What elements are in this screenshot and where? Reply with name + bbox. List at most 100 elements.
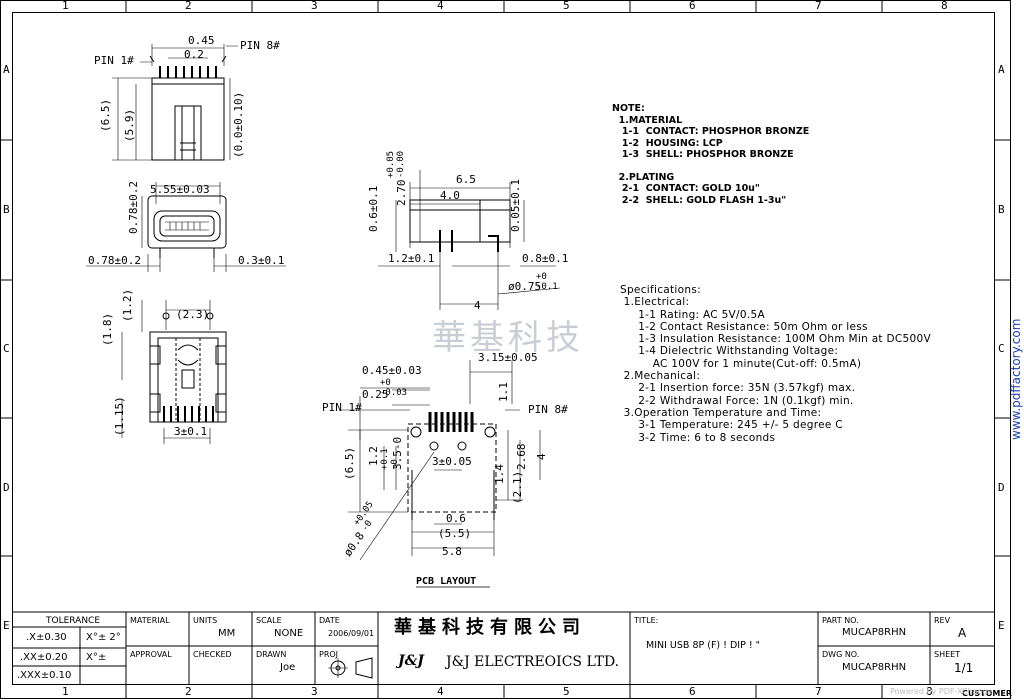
dim-label: ø0.75 xyxy=(508,280,542,293)
col-label: 2 xyxy=(185,685,192,698)
units-value: MM xyxy=(218,628,236,639)
row-label: B xyxy=(3,203,10,216)
col-label: 6 xyxy=(689,0,696,12)
dim-label: 3.15±0.05 xyxy=(478,351,538,364)
spec-line: 3-1 Temperature: 245 +/- 5 degree C xyxy=(620,419,843,432)
spec-line: 2-1 Insertion force: 35N (3.57kgf) max. xyxy=(620,382,856,395)
footer-text: Powered by PDF-XChange xyxy=(890,687,993,696)
dim-label: (2.1) xyxy=(511,470,524,504)
specifications-block: Specifications: 1.Electrical: 1-1 Rating… xyxy=(620,284,931,444)
rev-value: A xyxy=(958,626,967,640)
title-block-lines xyxy=(12,611,995,685)
col-label: 4 xyxy=(437,685,444,698)
row-label: A xyxy=(3,63,10,76)
watermark: 華基科技 xyxy=(432,318,584,358)
top-view xyxy=(112,44,238,161)
col-label: 6 xyxy=(689,685,696,698)
tol-value: .XX±0.20 xyxy=(20,652,68,663)
dim-label: 5.8 xyxy=(442,545,462,558)
col-label: 1 xyxy=(62,0,69,12)
date-value: 2006/09/01 xyxy=(328,629,375,638)
pin8-label: PIN 8# xyxy=(528,403,568,416)
spec-line: Specifications: xyxy=(620,284,701,296)
dim-label: 4 xyxy=(535,453,548,460)
pin8-label: PIN 8# xyxy=(240,39,280,52)
dim-label: 0.05±0.1 xyxy=(509,179,522,232)
dim-label: 1.4 xyxy=(493,464,506,484)
tol-value: .X±0.30 xyxy=(26,632,67,643)
dim-label: 4 xyxy=(474,299,481,312)
dim-label: +0 -0.1 xyxy=(536,272,558,292)
side-view xyxy=(378,170,561,310)
dim-label: (1.2) xyxy=(121,288,134,322)
col-label: 7 xyxy=(815,0,822,12)
approval-label: APPROVAL xyxy=(130,650,172,659)
dim-label: 2.70 xyxy=(395,179,408,207)
dim-label: 4.0 xyxy=(440,189,460,202)
spec-line: 1.Electrical: xyxy=(620,296,690,309)
dim-label: (5.5) xyxy=(438,527,472,540)
col-label: 5 xyxy=(563,685,570,698)
row-label: A xyxy=(998,63,1005,76)
row-label: E xyxy=(3,619,10,632)
dim-label: 3±0.05 xyxy=(432,455,472,468)
tol-value: X°± xyxy=(86,652,107,663)
dim-label: (6.5) xyxy=(99,98,112,132)
company-name-en: J&J ELECTREOICS LTD. xyxy=(446,654,620,670)
dim-label: 1.2±0.1 xyxy=(388,252,435,265)
dim-label: 0.78±0.2 xyxy=(127,181,140,234)
dim-label: 0.45±0.03 xyxy=(362,364,422,377)
tol-value: X°± 2° xyxy=(86,632,121,643)
title-value: MINI USB 8P (F) ! DIP ! " xyxy=(646,640,761,651)
dim-label: (0.0±0.10) xyxy=(232,91,245,158)
spec-line: 1-1 Rating: AC 5V/0.5A xyxy=(620,308,765,321)
drawn-value: Joe xyxy=(280,662,296,673)
row-label: D xyxy=(3,481,10,494)
scale-value: NONE xyxy=(274,628,304,639)
spec-line: 1-2 Contact Resistance: 50m Ohm or less xyxy=(620,320,868,333)
dim-label: 5.55±0.03 xyxy=(150,183,210,196)
company-logo: J&J xyxy=(398,653,424,669)
dim-label: 3.5-0 xyxy=(391,436,404,470)
drawn-label: DRAWN xyxy=(256,650,287,659)
dim-label: 0.78±0.2 xyxy=(88,254,141,267)
row-label: B xyxy=(998,203,1005,216)
dim-label: 1.2 xyxy=(367,446,380,466)
spec-line: 3.Operation Temperature and Time: xyxy=(620,406,822,419)
projection-symbol xyxy=(328,657,373,679)
note-line: 1-3 SHELL: PHOSPHOR BRONZE xyxy=(612,149,794,160)
col-label: 8 xyxy=(926,685,933,698)
material-label: MATERIAL xyxy=(130,616,170,625)
note-line xyxy=(612,161,809,172)
customer-label: CUSTOMER xyxy=(962,689,1012,698)
dim-label: 0.6 xyxy=(446,512,466,525)
sheet-label: SHEET xyxy=(934,650,961,659)
row-label: C xyxy=(3,342,10,355)
dim-label: 0.3±0.1 xyxy=(238,254,285,267)
row-label: C xyxy=(998,342,1005,355)
dim-label: (5.9) xyxy=(123,108,136,142)
col-label: 8 xyxy=(941,0,948,12)
dim-label: 6.5 xyxy=(456,173,476,186)
note-line: 2.PLATING xyxy=(612,171,675,183)
col-label: 2 xyxy=(185,0,192,12)
col-label: 3 xyxy=(311,0,318,12)
spec-line: 1-4 Dielectric Withstanding Voltage: xyxy=(620,345,839,358)
row-label: E xyxy=(998,619,1005,632)
note-line: 2-2 SHELL: GOLD FLASH 1-3u" xyxy=(612,194,787,206)
tol-value: .XXX±0.10 xyxy=(17,670,72,681)
dim-label: (1.8) xyxy=(101,312,114,346)
spec-line: AC 100V for 1 minute(Cut-off: 0.5mA) xyxy=(620,357,862,370)
pcb-layout-title: PCB LAYOUT xyxy=(416,576,477,587)
spec-line: 3-2 Time: 6 to 8 seconds xyxy=(620,431,776,444)
pcb-view xyxy=(340,360,541,561)
sheet-value: 1/1 xyxy=(954,661,974,675)
dim-label: 1.1 xyxy=(497,382,510,402)
rev-label: REV xyxy=(934,616,951,625)
col-label: 5 xyxy=(563,0,570,12)
title-label: TITLE: xyxy=(634,616,659,625)
proj-label: PROJ xyxy=(319,650,339,659)
note-line: NOTE: xyxy=(612,103,645,114)
